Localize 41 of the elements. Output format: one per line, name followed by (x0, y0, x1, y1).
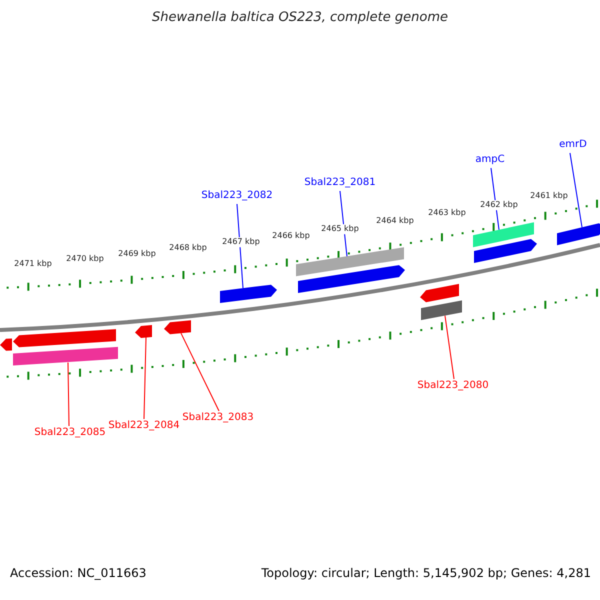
gene-label: Sbal223_2082 (201, 190, 273, 202)
scale-label: 2467 kbp (222, 237, 260, 247)
gene-label: Sbal223_2084 (108, 420, 180, 432)
gene-bar (13, 346, 118, 366)
leader-line (68, 362, 70, 426)
gene-block (13, 329, 116, 348)
leader-line (444, 315, 454, 380)
gene-block (135, 325, 152, 338)
gene-block (164, 320, 191, 334)
genome-info-text: Topology: circular; Length: 5,145,902 bp; Genes: 4,281 (261, 566, 591, 580)
gene-block (420, 284, 459, 302)
scale-label: 2465 kbp (321, 224, 359, 234)
gene-block (0, 338, 12, 351)
gene-label: Sbal223_2080 (417, 380, 489, 392)
leader-line (144, 337, 146, 420)
title: Shewanella baltica OS223, complete genome (152, 10, 448, 26)
scale-label: 2461 kbp (530, 191, 568, 201)
gene-bar (296, 247, 404, 276)
scale-label: 2463 kbp (428, 208, 466, 218)
scale-label: 2469 kbp (118, 249, 156, 259)
leader-line (236, 204, 244, 289)
gene-label: Sbal223_2085 (34, 427, 106, 439)
scale-label: 2464 kbp (376, 216, 414, 226)
scale-label: 2466 kbp (272, 231, 310, 241)
gene-bar (473, 222, 534, 248)
gene-block (298, 265, 405, 293)
leader-line (180, 332, 220, 412)
gene-block (557, 223, 600, 246)
scale-label: 2462 kbp (480, 200, 518, 210)
scale-label: 2471 kbp (14, 259, 52, 269)
gene-label: Sbal223_2083 (182, 412, 254, 424)
gene-label: ampC (475, 154, 505, 166)
gene-label: emrD (559, 139, 587, 151)
accession-text: Accession: NC_011663 (10, 566, 146, 580)
leader-line (570, 152, 582, 228)
gene-bar (421, 300, 462, 320)
gene-block (220, 284, 277, 303)
scale-label: 2470 kbp (66, 254, 104, 264)
scale-label: 2468 kbp (169, 243, 207, 253)
gene-block (474, 239, 537, 263)
gene-label: Sbal223_2081 (304, 177, 376, 189)
